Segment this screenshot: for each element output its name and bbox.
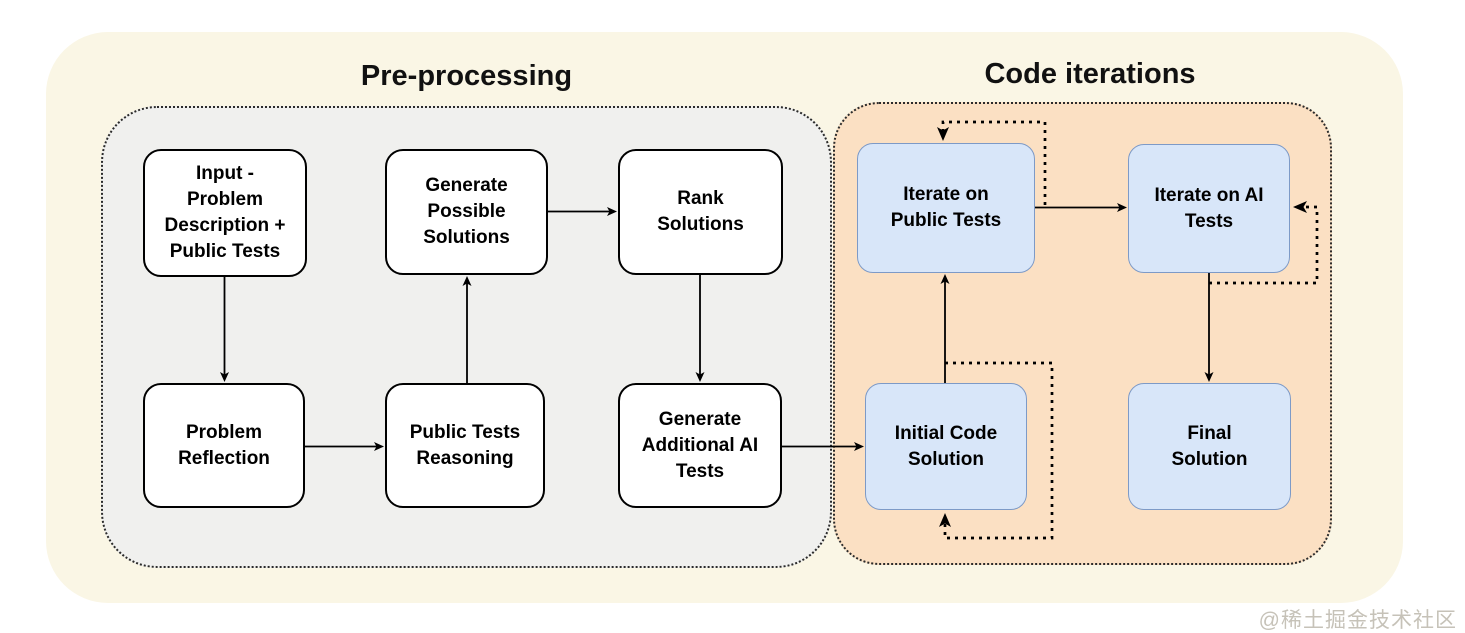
node-final-solution: Final Solution (1128, 383, 1291, 510)
node-initial-code-solution: Initial Code Solution (865, 383, 1027, 510)
node-label: Iterate on Public Tests (890, 184, 1002, 231)
node-label: Problem Reflection (178, 421, 270, 469)
node-input-problem-description: Input - Problem Description + Public Tes… (143, 149, 307, 277)
node-iterate-on-ai-tests: Iterate on AI Tests (1128, 144, 1290, 273)
node-generate-additional-ai-tests: Generate Additional AI Tests (618, 383, 782, 508)
node-iterate-on-public-tests: Iterate on Public Tests (857, 143, 1035, 273)
node-label: Generate Possible Solutions (423, 175, 510, 248)
node-label: Input - Problem Description + Public Tes… (164, 163, 286, 262)
node-label: Generate Additional AI Tests (641, 408, 759, 482)
node-rank-solutions: Rank Solutions (618, 149, 783, 275)
node-generate-possible-solutions: Generate Possible Solutions (385, 149, 548, 275)
node-problem-reflection: Problem Reflection (143, 383, 305, 508)
code-iterations-title: Code iterations (984, 58, 1196, 90)
node-label: Final Solution (1171, 422, 1248, 470)
node-label: Public Tests Reasoning (409, 421, 521, 469)
node-label: Iterate on AI Tests (1154, 184, 1264, 232)
node-label: Initial Code Solution (894, 422, 998, 470)
node-public-tests-reasoning: Public Tests Reasoning (385, 383, 545, 508)
preprocessing-title: Pre-processing (360, 60, 573, 92)
node-label: Rank Solutions (657, 188, 744, 235)
watermark: @稀土掘金技术社区 (1258, 609, 1457, 632)
